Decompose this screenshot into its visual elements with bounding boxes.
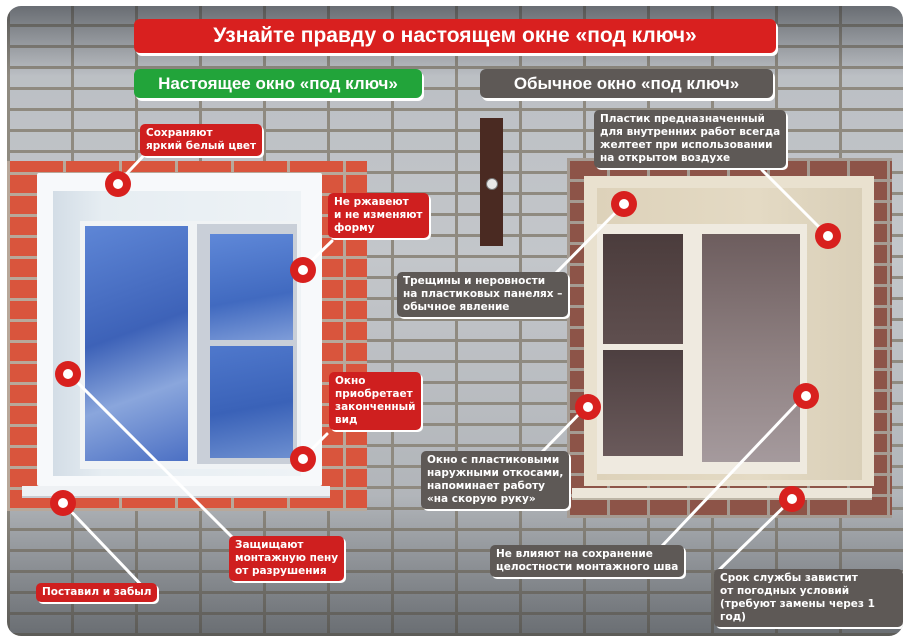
label-no-seam-effect: Не влияют на сохранение целостности монт…	[490, 545, 685, 577]
label-plastic-yellows: Пластик предназначенный для внутренних р…	[594, 110, 787, 168]
marker-right-reveal-top[interactable]	[815, 223, 841, 249]
marker-left-top[interactable]	[105, 171, 131, 197]
title-banner: Узнайте правду о настоящем окне «под клю…	[134, 19, 776, 53]
right-window-glass-left-top	[603, 234, 683, 344]
left-window-glass-right-top	[210, 234, 293, 340]
marker-left-right-lower[interactable]	[290, 446, 316, 472]
marker-left-right-upper[interactable]	[290, 257, 316, 283]
marker-left-sill[interactable]	[50, 490, 76, 516]
marker-right-left[interactable]	[575, 394, 601, 420]
connector-lines	[60, 150, 829, 593]
right-window-glass-left-bottom	[603, 350, 683, 456]
label-finished-look: Окно приобретает законченный вид	[329, 372, 422, 430]
label-protect-foam: Защищают монтажную пену от разрушения	[229, 536, 345, 581]
marker-right-reveal-bottom[interactable]	[793, 383, 819, 409]
label-quick-job: Окно с пластиковыми наружными откосами, …	[421, 451, 570, 509]
label-bright-white-color: Сохраняют яркий белый цвет	[140, 124, 263, 156]
label-cracks: Трещины и неровности на пластиковых пане…	[397, 272, 569, 317]
board-hook-icon	[486, 178, 498, 190]
right-heading-banner: Обычное окно «под ключ»	[480, 69, 773, 98]
label-install-and-forget: Поставил и забыл	[36, 583, 158, 602]
marker-right-sill[interactable]	[779, 486, 805, 512]
marker-left-reveal[interactable]	[55, 361, 81, 387]
left-heading-banner: Настоящее окно «под ключ»	[134, 69, 422, 98]
label-no-rust: Не ржавеют и не изменяют форму	[328, 193, 429, 238]
left-window-glass-left	[85, 226, 188, 461]
infographic-canvas: Узнайте правду о настоящем окне «под клю…	[7, 6, 903, 636]
left-window-glass-right-bottom	[210, 346, 293, 458]
marker-right-top[interactable]	[611, 191, 637, 217]
left-window-sill	[22, 486, 330, 498]
right-window-glass-right	[702, 234, 800, 462]
label-service-life: Срок службы завистит от погодных условий…	[714, 569, 903, 627]
